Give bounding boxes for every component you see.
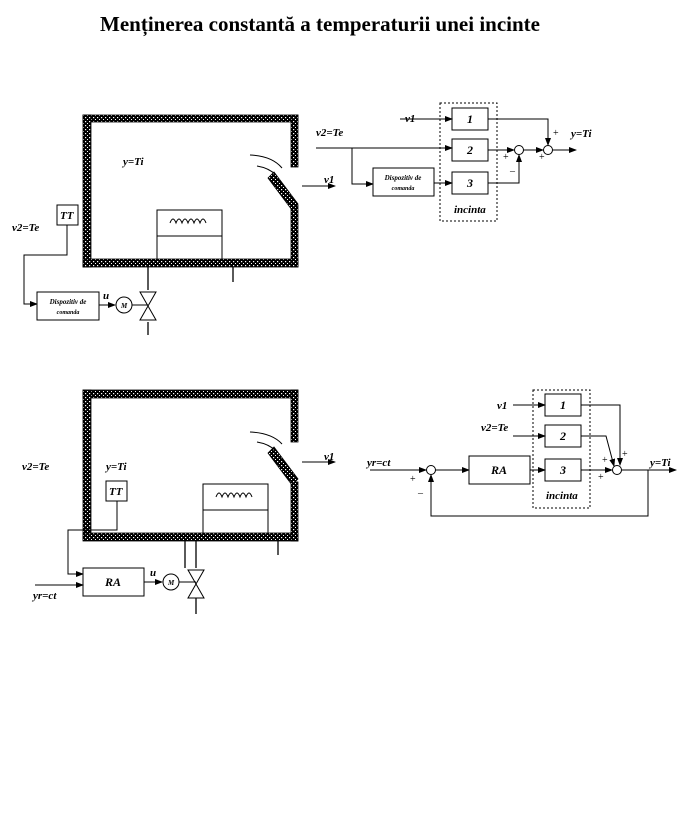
v1-label: v1 xyxy=(324,174,334,186)
svg-text:M: M xyxy=(120,302,128,310)
v2-label: v2=Te xyxy=(316,127,343,139)
enclosure-dashed-box xyxy=(532,389,591,509)
svg-text:comanda: comanda xyxy=(392,186,415,192)
svg-text:comanda: comanda xyxy=(57,310,80,316)
figure1-process: y=Ti v1 TT v2=Te Dispozitiv xyxy=(12,114,336,335)
svg-text:3: 3 xyxy=(559,463,566,477)
heater xyxy=(202,483,269,533)
figure2-process: v1 v2=Te y=Ti TT RA yr=ct xyxy=(22,389,336,614)
svg-text:3: 3 xyxy=(466,176,473,190)
svg-text:+: + xyxy=(539,152,545,163)
svg-text:2: 2 xyxy=(559,429,566,443)
svg-text:+: + xyxy=(503,152,509,163)
enclosure-label: incinta xyxy=(546,490,578,502)
y-label: y=Ti xyxy=(569,128,592,140)
y-label: y=Ti xyxy=(121,156,144,168)
yr-label: yr=ct xyxy=(365,457,391,469)
svg-text:RA: RA xyxy=(490,463,507,477)
control-device xyxy=(372,167,435,197)
svg-text:2: 2 xyxy=(466,143,473,157)
door-flap xyxy=(249,154,299,211)
svg-text:1: 1 xyxy=(560,398,566,412)
svg-text:M: M xyxy=(167,579,175,587)
figure2-block-diagram: incinta 1 2 3 v1 v2=Te yr=ct + – RA + + … xyxy=(365,389,677,517)
sum-junction-a xyxy=(514,145,524,155)
svg-text:RA: RA xyxy=(104,575,121,589)
svg-text:–: – xyxy=(509,166,516,177)
motor-icon: M xyxy=(162,573,180,591)
svg-text:+: + xyxy=(410,474,416,485)
svg-text:1: 1 xyxy=(467,112,473,126)
svg-text:+: + xyxy=(553,128,559,139)
motor-icon: M xyxy=(115,296,133,314)
u-label: u xyxy=(103,290,109,302)
v2-label: v2=Te xyxy=(481,422,508,434)
valve-icon xyxy=(187,569,205,599)
v1-label: v1 xyxy=(324,451,334,463)
regulator-ra: RA xyxy=(82,567,145,597)
enclosure-dashed-box xyxy=(439,102,498,222)
svg-text:Dispozitiv de: Dispozitiv de xyxy=(384,174,422,182)
heater xyxy=(156,209,223,259)
regulator-ra xyxy=(468,455,531,485)
svg-text:TT: TT xyxy=(109,486,124,498)
svg-text:TT: TT xyxy=(60,210,75,222)
v1-label: v1 xyxy=(497,400,507,412)
enclosure-walls xyxy=(82,389,299,542)
valve-icon xyxy=(139,291,157,321)
temperature-transmitter: TT xyxy=(105,480,128,502)
sum-junction-output xyxy=(612,465,622,475)
figure1-block-diagram: incinta 1 2 3 v1 v2=Te Dispozitiv de com… xyxy=(316,102,592,222)
y-label: y=Ti xyxy=(648,457,671,469)
supply-pipe xyxy=(147,267,234,335)
svg-text:–: – xyxy=(417,488,424,499)
yr-label: yr=ct xyxy=(31,590,57,602)
u-label: u xyxy=(150,567,156,579)
enclosure-walls xyxy=(82,114,299,268)
feedback-loop xyxy=(428,470,649,517)
tt-signal-line xyxy=(23,225,68,307)
supply-pipe xyxy=(184,541,279,614)
svg-text:+: + xyxy=(602,455,608,466)
svg-text:+: + xyxy=(598,472,604,483)
svg-text:Dispozitiv de: Dispozitiv de xyxy=(49,298,87,306)
svg-text:+: + xyxy=(622,449,628,460)
sum-junction-b xyxy=(543,145,553,155)
v2-label: v2=Te xyxy=(12,222,39,234)
page-title: Menținerea constantă a temperaturii unei… xyxy=(100,12,540,36)
tt-signal-line xyxy=(67,501,118,577)
y-label: y=Ti xyxy=(104,461,127,473)
sum-junction-error xyxy=(426,465,436,475)
v2-label: v2=Te xyxy=(22,461,49,473)
door-flap xyxy=(249,431,299,486)
enclosure-label: incinta xyxy=(454,204,486,216)
control-device: Dispozitiv de comanda xyxy=(36,291,100,321)
temperature-transmitter: TT xyxy=(56,204,79,226)
